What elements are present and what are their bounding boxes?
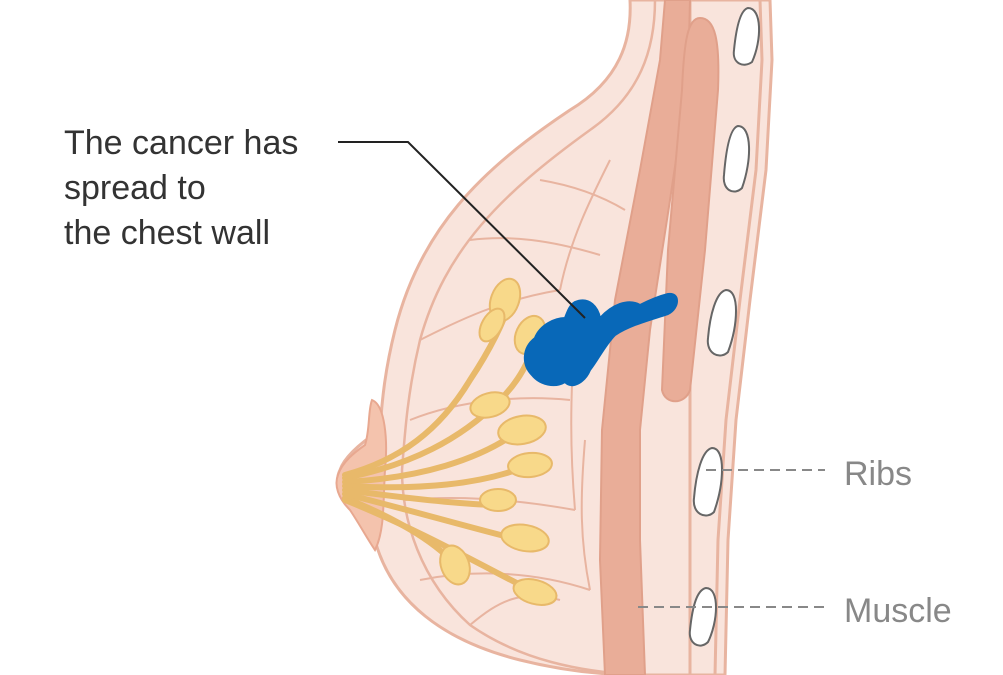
- breast-inner-outline: [400, 0, 657, 675]
- cancer-label-line-1: The cancer has: [64, 124, 298, 162]
- ribs: [688, 6, 761, 647]
- muscle-label: Muscle: [844, 592, 952, 630]
- ribs-label: Ribs: [844, 455, 912, 493]
- rib-5: [688, 586, 717, 647]
- chest-wall-inner-line: [713, 0, 764, 675]
- cancer-label-line-2: spread to: [64, 169, 206, 207]
- cancer-label-line-3: the chest wall: [64, 214, 270, 252]
- tumour: [523, 292, 678, 387]
- lobules: [439, 277, 558, 606]
- rib-3: [706, 288, 737, 357]
- cancer-leader-line: [338, 141, 586, 319]
- rib-2: [722, 124, 751, 193]
- rib-1: [732, 6, 761, 66]
- rib-4: [692, 446, 723, 517]
